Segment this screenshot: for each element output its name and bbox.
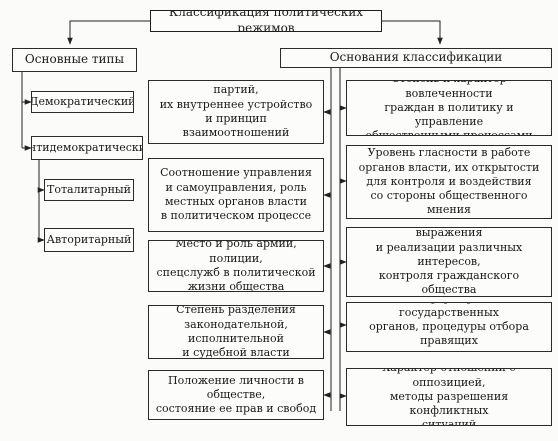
bases-header: Основания классификации: [280, 48, 552, 68]
basis-right-3-text: Наличие возможностей выражения и реализа…: [375, 227, 523, 297]
basis-left-5: Положение личности в обществе, состояние…: [148, 370, 324, 420]
basis-right-1-text: Степень и характер вовлеченности граждан…: [365, 81, 533, 136]
type-democratic-text: Демократический: [31, 94, 134, 108]
basis-right-4: Способ формирования государственных орга…: [346, 302, 552, 352]
basis-left-3-text: Место и роль армии, полиции, спецслужб в…: [156, 240, 316, 292]
basis-right-5: Характер отношений с оппозицией, методы …: [346, 368, 552, 426]
type-totalitarian-text: Тоталитарный: [46, 182, 132, 196]
title-to-bases-line: [382, 20, 443, 45]
basis-left-2: Соотношение управления и самоуправления,…: [148, 158, 324, 232]
basis-left-2-text: Соотношение управления и самоуправления,…: [160, 166, 312, 223]
type-authoritarian: Авторитарный: [44, 228, 134, 252]
basis-left-5-text: Положение личности в обществе, состояние…: [155, 373, 317, 416]
title-text: Классификация политических режимов: [168, 10, 364, 32]
types-header: Основные типы: [12, 48, 137, 72]
basis-left-1-text: Наличие политических партий, их внутренн…: [159, 81, 313, 143]
type-totalitarian: Тоталитарный: [44, 179, 134, 201]
basis-right-5-text: Характер отношений с оппозицией, методы …: [382, 369, 515, 426]
basis-left-4-text: Степень разделения законодательной, испо…: [176, 305, 296, 359]
basis-right-3: Наличие возможностей выражения и реализа…: [346, 227, 552, 297]
bases-header-text: Основания классификации: [329, 50, 503, 65]
type-antidemocratic: Антидемократический: [31, 136, 143, 160]
basis-right-2-text: Уровень гласности в работе органов власт…: [358, 146, 540, 217]
types-header-text: Основные типы: [24, 52, 125, 67]
basis-left-4: Степень разделения законодательной, испо…: [148, 305, 324, 359]
basis-left-3: Место и роль армии, полиции, спецслужб в…: [148, 240, 324, 292]
basis-right-4-text: Способ формирования государственных орга…: [358, 303, 539, 351]
basis-right-1: Степень и характер вовлеченности граждан…: [346, 80, 552, 136]
basis-left-1: Наличие политических партий, их внутренн…: [148, 80, 324, 144]
type-authoritarian-text: Авторитарный: [46, 232, 132, 246]
title-to-types-line: [67, 20, 150, 45]
type-democratic: Демократический: [31, 91, 134, 113]
type-antidemocratic-text: Антидемократический: [32, 140, 142, 154]
diagram-title: Классификация политических режимов: [150, 10, 382, 32]
basis-right-2: Уровень гласности в работе органов власт…: [346, 145, 552, 219]
